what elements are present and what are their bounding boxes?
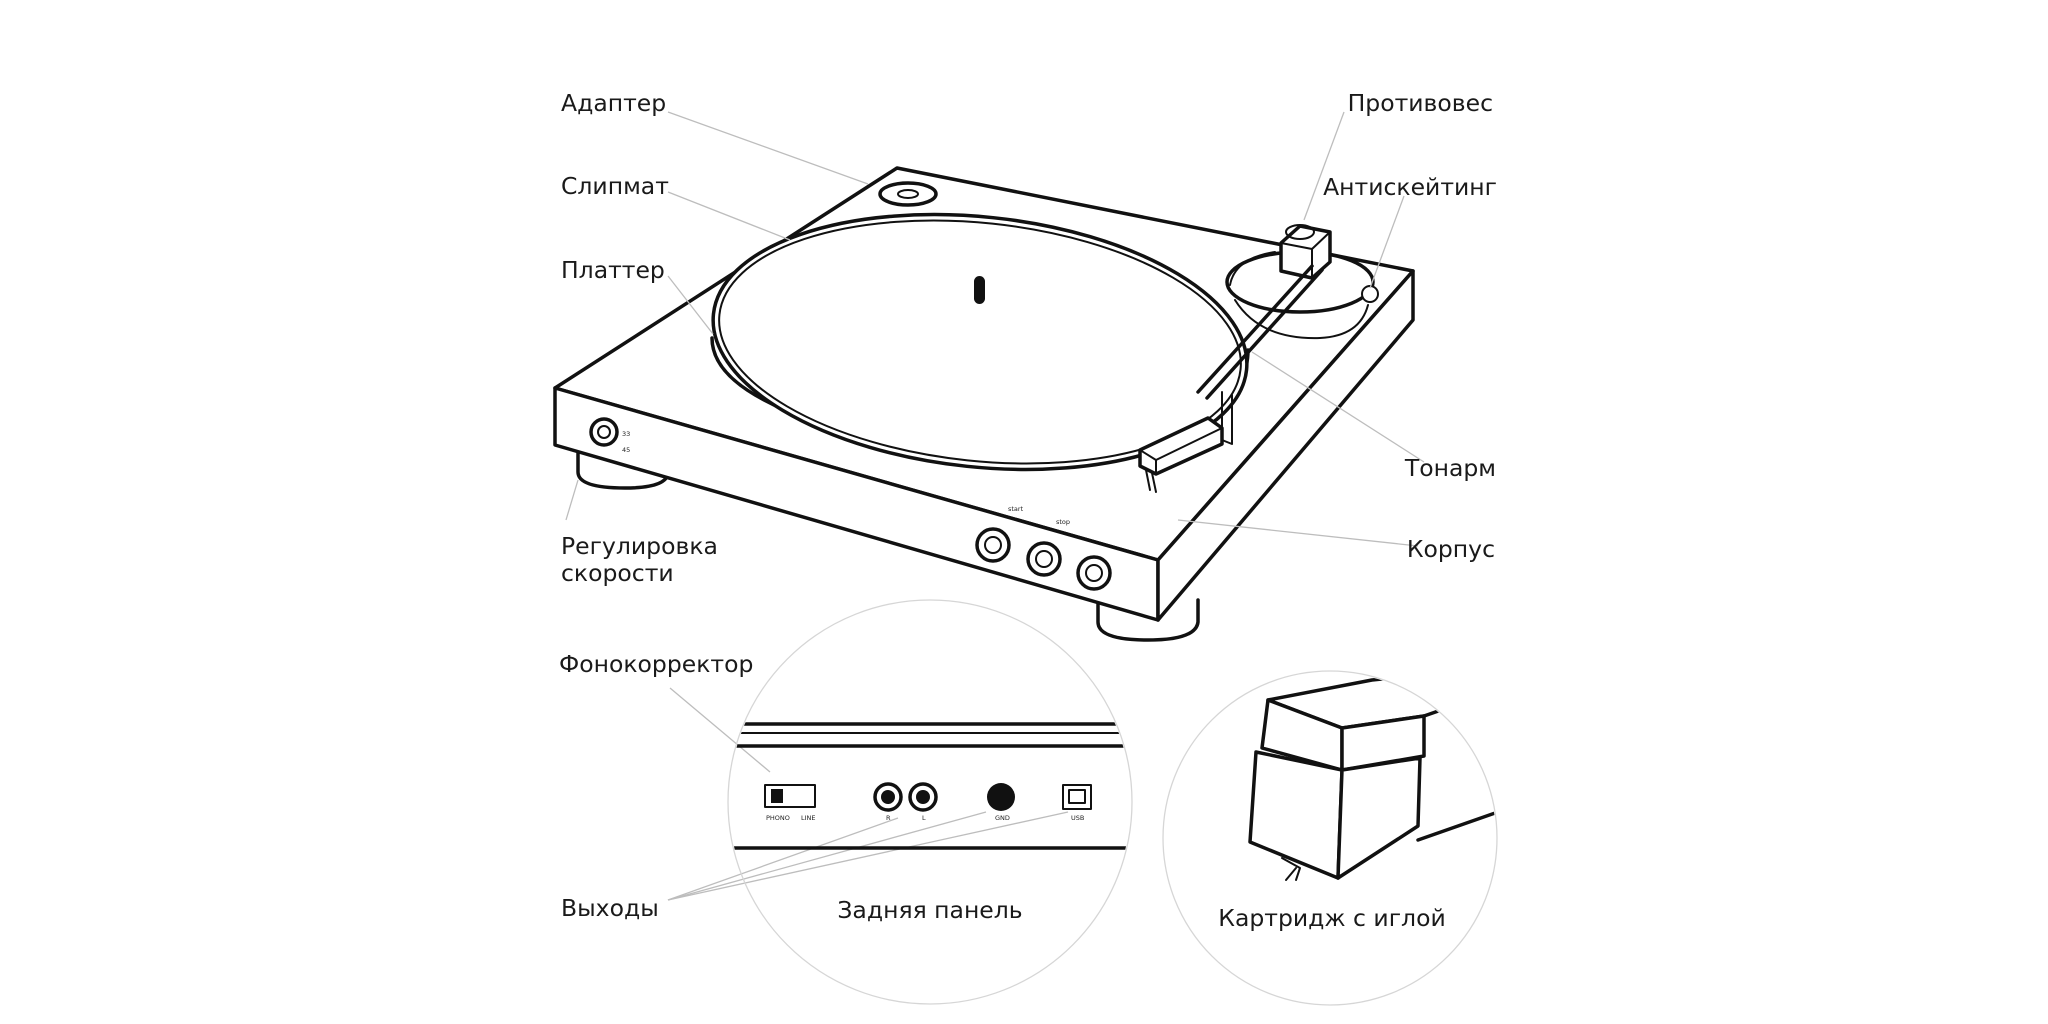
callout-labels: Адаптер Слипмат Платтер Противовес Антис… <box>559 89 1497 932</box>
speed-knob: 33 45 <box>589 417 630 454</box>
label-cartridge: Картридж с иглой <box>1218 904 1445 932</box>
ground-terminal: GND <box>987 783 1015 822</box>
svg-text:PHONO: PHONO <box>766 814 790 822</box>
plinth-side <box>1156 269 1415 622</box>
label-adapter: Адаптер <box>561 89 666 117</box>
phono-line-switch: PHONO LINE <box>764 784 816 822</box>
usb-port: USB <box>1062 784 1092 822</box>
svg-text:R: R <box>886 814 891 822</box>
svg-text:start: start <box>1008 505 1024 513</box>
cartridge-inset <box>1162 670 1498 1006</box>
label-outputs: Выходы <box>561 894 659 922</box>
front-buttons: start stop <box>975 505 1112 591</box>
svg-text:33: 33 <box>622 430 630 438</box>
platter <box>710 212 1250 472</box>
turntable-illustration: 33 45 start stop <box>553 166 1415 642</box>
label-rear-panel: Задняя панель <box>837 896 1022 924</box>
spindle <box>974 276 985 304</box>
counterweight <box>1279 224 1332 280</box>
turntable-feet <box>576 448 1200 642</box>
label-counterweight: Противовес <box>1348 89 1493 117</box>
rca-outputs: R L <box>873 782 938 822</box>
label-body: Корпус <box>1407 535 1495 563</box>
label-platter: Платтер <box>561 256 665 284</box>
label-slipmat: Слипмат <box>561 172 669 200</box>
svg-text:stop: stop <box>1056 518 1070 526</box>
label-antiskating: Антискейтинг <box>1323 173 1497 201</box>
svg-text:GND: GND <box>995 814 1010 822</box>
rear-panel-inset: PHONO LINE R L GND USB <box>727 599 1133 1005</box>
svg-text:LINE: LINE <box>801 814 816 822</box>
svg-text:USB: USB <box>1071 814 1084 822</box>
leader-lines <box>565 111 1425 901</box>
tonearm <box>1138 264 1324 493</box>
label-preamp: Фонокорректор <box>559 650 753 678</box>
svg-text:45: 45 <box>622 446 630 454</box>
label-speed-line2: скорости <box>561 559 674 587</box>
svg-text:L: L <box>922 814 926 822</box>
adapter-disk <box>878 181 938 207</box>
label-tonearm: Тонарм <box>1404 454 1496 482</box>
label-speed-line1: Регулировка <box>561 532 718 560</box>
